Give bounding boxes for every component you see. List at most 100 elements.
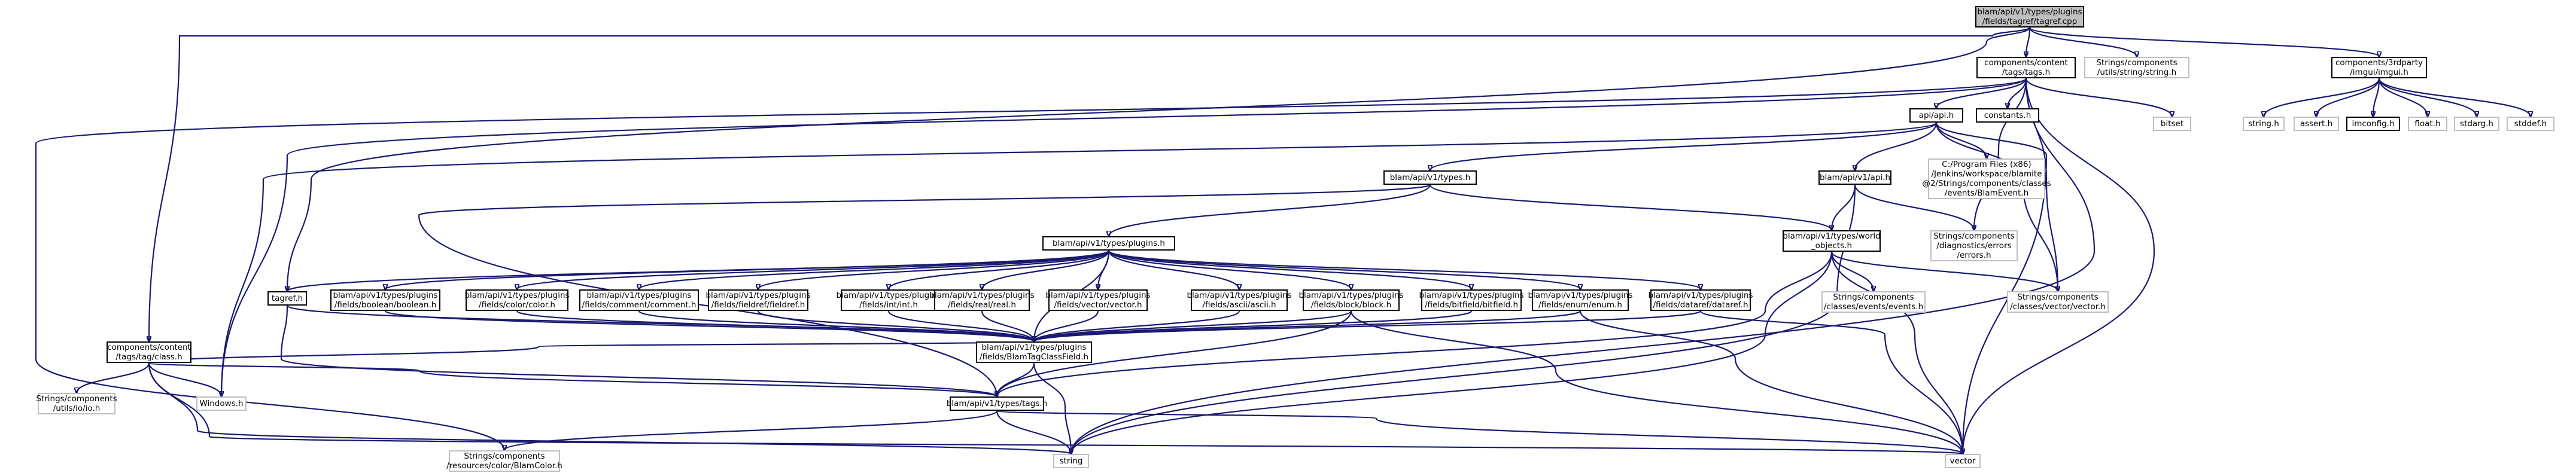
edge-ascii_h-to-tagclassfield_h — [1034, 310, 1240, 341]
edge-root-to-string_h — [2028, 27, 2137, 57]
edge-plugins_h-to-boolean_h — [385, 249, 1110, 289]
node-class-h[interactable]: components/content/tags/tag/class.h — [107, 341, 191, 363]
node-imconfig-h[interactable]: imconfig.h — [2346, 117, 2400, 131]
node-blamevent-h: C:/Program Files (x86)/Jenkins/workspace… — [1922, 158, 2051, 199]
node-bitset: bitset — [2153, 117, 2191, 131]
node-label-line: Strings/components — [1833, 292, 1914, 302]
node-blamtagclassfield-h[interactable]: blam/api/v1/types/plugins/fields/BlamTag… — [976, 341, 1092, 363]
edge-api_tags_h-to-std_vector — [996, 410, 1963, 454]
node-io-h: Strings/components/utils/io/io.h — [36, 393, 117, 414]
node-label-line: blam/api/v1/api.h — [1820, 173, 1890, 182]
node-stddef-h: stddef.h — [2507, 117, 2554, 131]
edge-plugins_h-to-ascii_h — [1108, 250, 1239, 289]
node-tagref-cpp[interactable]: blam/api/v1/types/plugins/fields/tagref/… — [1975, 6, 2084, 28]
node-field-vector-h[interactable]: blam/api/v1/types/plugins/fields/vector/… — [1045, 289, 1151, 311]
node-fieldref-h[interactable]: blam/api/v1/types/plugins/fields/fieldre… — [705, 289, 811, 311]
node-imgui-h[interactable]: components/3rdparty/imgui/imgui.h — [2331, 57, 2427, 78]
edge-bitfield_h-to-tagclassfield_h — [1034, 310, 1473, 341]
node-label-line: /fields/dataref/dataref.h — [1653, 300, 1748, 310]
node-label-line: /utils/io/io.h — [53, 404, 101, 413]
edge-plugins_h-to-int_h — [889, 250, 1110, 289]
node-label-line: /events/BlamEvent.h — [1944, 188, 2029, 198]
edge-plugins_h-to-enum_h — [1108, 249, 1580, 289]
node-boolean-h[interactable]: blam/api/v1/types/plugins/fields/boolean… — [330, 289, 440, 311]
node-class-vector-h: Strings/components/classes/vector/vector… — [2007, 291, 2109, 313]
node-label-line: blam/api/v1/types/plugins — [1045, 291, 1151, 300]
edge-class_h-to-std_string — [148, 362, 1071, 454]
node-label-line: Strings/components — [36, 394, 117, 404]
node-api-tags-h[interactable]: blam/api/v1/types/tags.h — [947, 396, 1047, 411]
node-label-line: /fields/ascii/ascii.h — [1202, 300, 1276, 310]
node-dataref-h[interactable]: blam/api/v1/types/plugins/fields/dataref… — [1648, 289, 1753, 311]
edge-int_h-to-tagclassfield_h — [887, 310, 1034, 341]
node-label-line: float.h — [2414, 119, 2441, 129]
node-label-line: blam/api/v1/types/plugins — [1648, 291, 1753, 300]
node-enum-h[interactable]: blam/api/v1/types/plugins/fields/enum/en… — [1528, 289, 1633, 311]
edge-api_api_h-to-world_objects_h — [1832, 184, 1856, 230]
node-ascii-h[interactable]: blam/api/v1/types/plugins/fields/ascii/a… — [1187, 289, 1292, 311]
node-comment-h[interactable]: blam/api/v1/types/plugins/fields/comment… — [579, 289, 699, 311]
node-real-h[interactable]: blam/api/v1/types/plugins/fields/real/re… — [929, 289, 1035, 311]
node-api-h[interactable]: api/api.h — [1909, 108, 1963, 123]
edge-api_tags_h-to-blamcolor_h — [504, 410, 998, 450]
edge-tags_h-to-std_vector — [1963, 78, 2155, 454]
node-int-h[interactable]: blam/api/v1/types/plugins/fields/int/int… — [836, 289, 941, 311]
node-label-line: blam/api/v1/types/plugins — [1528, 291, 1633, 300]
node-imgui-string-h: string.h — [2243, 117, 2285, 131]
node-bitfield-h[interactable]: blam/api/v1/types/plugins/fields/bitfiel… — [1419, 289, 1524, 311]
node-tagref-h[interactable]: tagref.h — [267, 291, 307, 306]
node-label-line: /fields/tagref/tagref.cpp — [1982, 17, 2078, 26]
node-tags-h[interactable]: components/content/tags/tags.h — [1976, 57, 2076, 78]
edge-tags_h-to-errors_h — [1974, 78, 2027, 230]
edge-api_h-to-classvector_h — [1935, 122, 2058, 291]
node-label-line: Strings/components — [1933, 231, 2015, 241]
node-label-line: blam/api/v1/types/plugins — [705, 291, 811, 300]
node-label-line: tagref.h — [271, 294, 303, 303]
edge-comment_h-to-tagclassfield_h — [638, 310, 1034, 341]
edge-api_api_h-to-errors_h — [1854, 184, 1974, 230]
edge-plugins_h-to-block_h — [1108, 250, 1351, 289]
node-std-string: string — [1053, 454, 1089, 468]
edge-tagclassfield_h-to-std_string — [1033, 362, 1071, 454]
node-std-vector: vector — [1945, 454, 1981, 468]
node-label-line: /imgui/imgui.h — [2350, 68, 2408, 77]
node-label-line: /fields/color/color.h — [479, 300, 555, 310]
node-label-line: /fields/boolean/boolean.h — [334, 300, 437, 310]
node-label-line: /fields/block/block.h — [1310, 300, 1392, 310]
node-label-line: stddef.h — [2514, 119, 2547, 129]
node-label-line: /classes/events/events.h — [1823, 302, 1924, 312]
edge-class_h-to-windows_h — [148, 362, 221, 396]
edge-class_h-to-std_vector — [148, 362, 1963, 454]
node-label-line: components/3rdparty — [2335, 58, 2423, 68]
node-constants-h[interactable]: constants.h — [1976, 108, 2039, 123]
edge-fieldref_h-to-tagclassfield_h — [757, 310, 1034, 341]
node-plugins-h[interactable]: blam/api/v1/types/plugins.h — [1042, 236, 1175, 251]
node-assert-h: assert.h — [2294, 117, 2339, 131]
edge-imgui_h-to-imconfig_h — [2373, 78, 2380, 117]
edge-tagref_h-to-api_tags_h — [280, 305, 997, 396]
node-label-line: /tags/tags.h — [2002, 68, 2051, 77]
node-label-line: blam/api/v1/types/plugins — [929, 291, 1035, 300]
edge-plugins_h-to-real_h — [982, 250, 1110, 289]
edge-tags_h-to-std_string — [1071, 78, 2096, 454]
edge-class_h-to-api_tags_h — [148, 362, 997, 396]
edge-tagclassfield_h-to-api_tags_h — [997, 362, 1035, 396]
edge-plugins_h-to-color_h — [517, 249, 1110, 289]
edge-api_h-to-blamevent_h — [1935, 122, 1987, 158]
node-blamcolor-h: Strings/components/resources/color/BlamC… — [446, 450, 562, 472]
node-world-objects-h[interactable]: blam/api/v1/types/world_objects.h — [1783, 230, 1881, 252]
node-label-line: /errors.h — [1957, 251, 1991, 260]
node-block-h[interactable]: blam/api/v1/types/plugins/fields/block/b… — [1298, 289, 1404, 311]
edge-plugins_h-to-dataref_h — [1108, 249, 1701, 289]
node-label-line: bitset — [2160, 119, 2184, 129]
node-label-line: /diagnostics/errors — [1936, 241, 2012, 251]
edge-block_h-to-tagclassfield_h — [1034, 310, 1352, 341]
node-label-line: assert.h — [2300, 119, 2333, 129]
edge-boolean_h-to-tagclassfield_h — [384, 310, 1034, 341]
node-api-v1-api-h[interactable]: blam/api/v1/api.h — [1818, 170, 1891, 185]
node-color-h[interactable]: blam/api/v1/types/plugins/fields/color/c… — [464, 289, 570, 311]
edge-imgui_h-to-assert_h — [2316, 78, 2380, 117]
node-types-h[interactable]: blam/api/v1/types.h — [1383, 170, 1477, 185]
